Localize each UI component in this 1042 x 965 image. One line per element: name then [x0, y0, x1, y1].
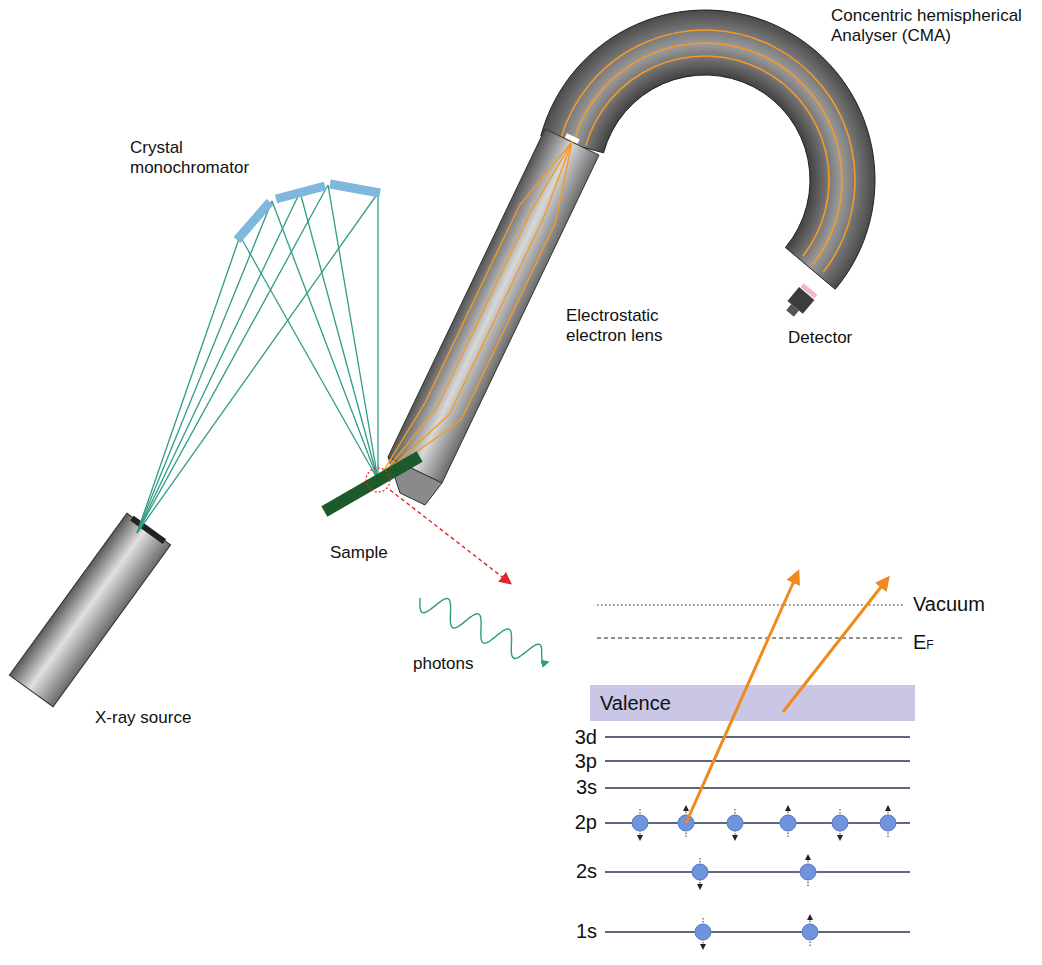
energy-level: [605, 760, 910, 761]
photoelectron-arrow: [783, 578, 888, 712]
energy-level: [605, 931, 910, 932]
crystal-monochromator: [237, 184, 380, 240]
electron: [695, 918, 711, 950]
vacuum-level: [597, 604, 905, 605]
electron: [802, 914, 818, 946]
vacuum-label: Vacuum: [913, 593, 985, 616]
level-label: 1s: [576, 920, 597, 943]
valence-band: Valence: [590, 685, 915, 721]
sample-label: Sample: [330, 543, 388, 563]
energy-level: [605, 871, 910, 872]
electron: [692, 858, 708, 890]
x-ray-path: [137, 236, 240, 533]
electron: [800, 854, 816, 886]
electrons: [632, 805, 896, 950]
level-label: 3s: [576, 776, 597, 799]
electron-trajectory: [573, 43, 842, 264]
x-ray-path: [272, 201, 378, 480]
zoom-circle: [366, 468, 390, 492]
electron: [780, 805, 796, 837]
lens-trajectory: [378, 142, 572, 480]
photons-label: photons: [413, 654, 474, 674]
electron: [880, 805, 896, 837]
level-label: 2p: [575, 811, 597, 834]
x-ray-tube: [9, 512, 171, 707]
detector-label: Detector: [788, 328, 852, 348]
detector-symbol: [782, 283, 818, 320]
electron: [727, 809, 743, 841]
x-ray-path: [137, 201, 272, 533]
lens-label: Electrostatic electron lens: [566, 306, 686, 345]
lens-trajectory: [378, 142, 572, 480]
level-label: 3d: [575, 726, 597, 749]
lens-trajectory: [378, 142, 572, 480]
band-label: Valence: [600, 692, 905, 715]
source-label: X-ray source: [95, 708, 191, 728]
electron-trajectories: [561, 30, 855, 272]
x-ray-paths: [137, 185, 378, 533]
fermi-label: EF: [913, 631, 934, 654]
lens-trajectory: [378, 142, 572, 480]
photoelectron-arrow: [686, 572, 798, 823]
level-label: 3p: [575, 750, 597, 773]
x-ray-path: [137, 185, 328, 533]
energy-level: [605, 736, 910, 737]
core-levels: [605, 737, 910, 932]
photon-wave: [420, 598, 548, 663]
analyser-label: Concentric hemispherical Analyser (CMA): [831, 6, 1036, 45]
electron-trajectory: [586, 56, 829, 256]
level-label: 2s: [576, 860, 597, 883]
electron: [832, 809, 848, 841]
fermi-level: [597, 637, 905, 638]
electron: [632, 809, 648, 841]
electron-trajectory: [561, 30, 855, 272]
x-ray-path: [300, 192, 378, 480]
hemispherical-analyser: [541, 10, 875, 289]
x-ray-path: [137, 193, 378, 533]
energy-level: [605, 787, 910, 788]
electron: [678, 805, 694, 837]
zoom-arrow: [390, 490, 510, 583]
x-ray-path: [377, 193, 378, 480]
monochromator-label: Crystal monochromator: [130, 138, 265, 177]
x-ray-path: [137, 192, 300, 533]
energy-level: [605, 822, 910, 823]
lens-trajectories: [378, 142, 572, 480]
sample-plate: [321, 451, 422, 516]
